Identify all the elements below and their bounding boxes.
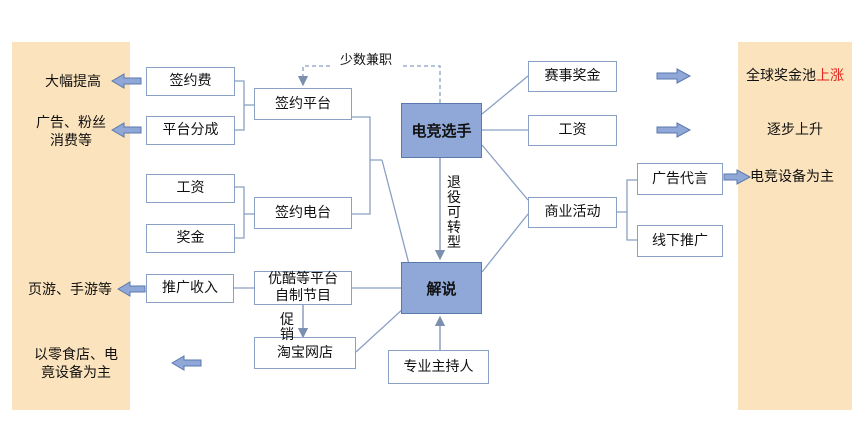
- left-panel: [12, 42, 130, 410]
- left-arrow-icon: [171, 355, 202, 371]
- youku-line1: 优酷等平台: [268, 271, 338, 287]
- note-global-pool-prefix: 全球奖金池: [746, 68, 816, 84]
- salary-box-right: 工资: [528, 115, 617, 146]
- note-equipment-main: 电竞设备为主: [750, 169, 834, 185]
- sign-tv-box: 签约电台: [254, 197, 352, 229]
- taobao-shop-box: 淘宝网店: [254, 337, 356, 369]
- right-arrow-icon: [656, 68, 692, 84]
- right-arrow-icon: [656, 122, 692, 138]
- note-snacks-line1: 以零食店、电: [34, 347, 118, 363]
- left-arrow-icon: [111, 122, 142, 138]
- esports-player-hub: 电竞选手: [401, 103, 482, 158]
- signing-fee-box: 签约费: [146, 67, 235, 96]
- salary-box-left: 工资: [146, 174, 235, 203]
- note-snacks-equipment: 以零食店、电 竟设备为主: [26, 346, 126, 382]
- note-global-pool-rise: 上涨: [816, 68, 844, 84]
- pro-host-box: 专业主持人: [388, 350, 489, 384]
- business-activity-box: 商业活动: [528, 197, 617, 228]
- commentary-hub: 解说: [401, 262, 482, 314]
- note-big-rise: 大幅提高: [45, 74, 101, 90]
- right-panel: [738, 42, 852, 410]
- label-promote: 促销: [280, 312, 294, 343]
- note-ads-fans-line2: 消费等: [50, 133, 92, 149]
- note-snacks-line2: 竟设备为主: [41, 365, 111, 381]
- offline-promo-box: 线下推广: [637, 225, 723, 257]
- note-ads-fans-line1: 广告、粉丝: [36, 115, 106, 131]
- promo-income-box: 推广收入: [146, 274, 234, 303]
- label-retire-transition: 退役可转型: [447, 175, 461, 251]
- bonus-box: 奖金: [146, 224, 235, 253]
- note-global-pool: 全球奖金池上涨: [743, 67, 847, 85]
- prize-box: 赛事奖金: [528, 61, 617, 92]
- ad-endorsement-box: 广告代言: [637, 163, 723, 195]
- youku-line2: 自制节目: [275, 288, 331, 304]
- note-web-mobile-games: 页游、手游等: [28, 282, 112, 298]
- youku-program-box: 优酷等平台 自制节目: [254, 271, 352, 305]
- label-few-part-time: 少数兼职: [330, 52, 402, 70]
- note-ads-fans: 广告、粉丝 消费等: [26, 114, 116, 150]
- note-gradual-rise: 逐步上升: [767, 122, 823, 138]
- left-arrow-icon: [117, 281, 146, 297]
- sign-platform-box: 签约平台: [254, 88, 352, 120]
- left-arrow-icon: [111, 73, 142, 89]
- right-arrow-icon: [723, 169, 752, 185]
- platform-share-box: 平台分成: [146, 116, 235, 145]
